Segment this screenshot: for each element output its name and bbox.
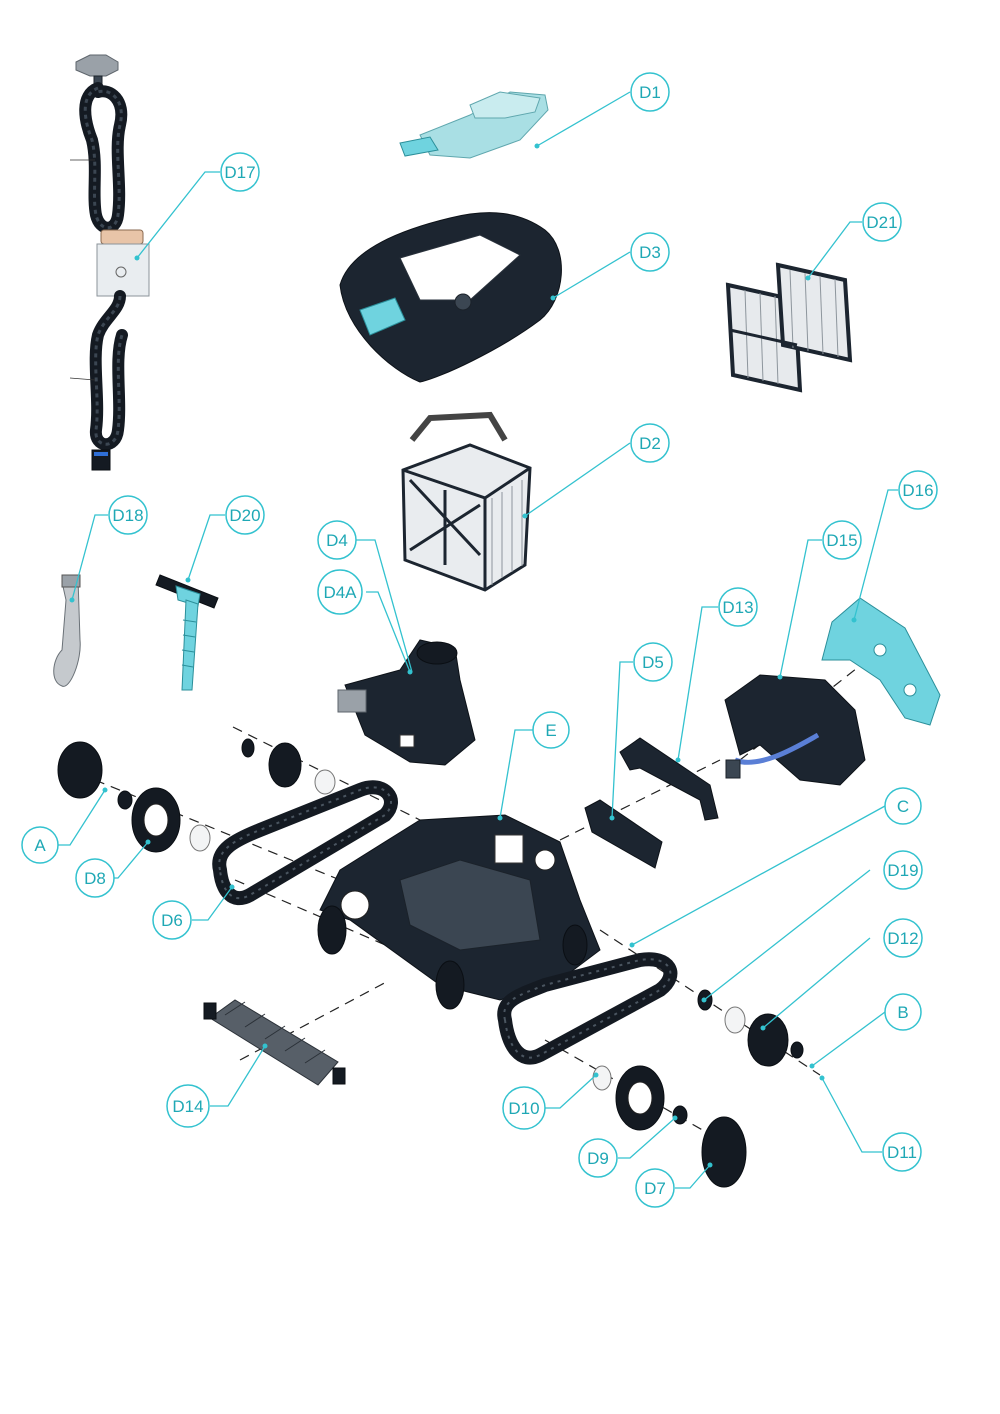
- front-bumper-part: [584, 799, 663, 869]
- top-cover-part: [339, 212, 562, 383]
- lid-handle-part: [399, 91, 549, 159]
- callout-d9-label: D9: [587, 1149, 609, 1168]
- callout-leaders: [58, 91, 898, 1189]
- callout-e-label: E: [545, 721, 556, 740]
- callout-a: A: [21, 826, 59, 864]
- callout-d9: D9: [578, 1138, 618, 1178]
- callout-d4a-label: D4A: [323, 583, 357, 602]
- callout-d11-label: D11: [887, 1143, 917, 1162]
- callout-d17-label: D17: [224, 163, 255, 182]
- callout-d3: D3: [630, 232, 670, 272]
- callout-d13: D13: [718, 587, 758, 627]
- callout-d19-label: D19: [887, 861, 918, 880]
- callout-d10-label: D10: [508, 1099, 539, 1118]
- callout-d6: D6: [152, 900, 192, 940]
- callout-d16-label: D16: [902, 481, 933, 500]
- callout-d2-label: D2: [639, 434, 661, 453]
- callout-c: C: [884, 787, 922, 825]
- callout-d21-label: D21: [866, 213, 897, 232]
- callout-d18: D18: [108, 495, 148, 535]
- callout-b: B: [884, 993, 922, 1031]
- brush-roller-part: [203, 999, 346, 1086]
- callout-d3-label: D3: [639, 243, 661, 262]
- callout-a-label: A: [34, 836, 46, 855]
- callout-d8-label: D8: [84, 869, 106, 888]
- carry-handle-part: [619, 737, 719, 821]
- callout-d8: D8: [75, 858, 115, 898]
- callout-d1: D1: [630, 72, 670, 112]
- callout-d4-label: D4: [326, 531, 348, 550]
- power-cable: [69, 54, 150, 471]
- callouts: D1 D17 D3 D21 D2 D16 D18 D20 D4 D4A D15 …: [21, 72, 938, 1208]
- callout-d20: D20: [225, 495, 265, 535]
- chassis-part: [317, 814, 601, 1010]
- motor-unit-part: [337, 639, 476, 766]
- callout-d1-label: D1: [639, 83, 661, 102]
- callout-d20-label: D20: [229, 506, 260, 525]
- cable-hook-part: [53, 574, 81, 687]
- callout-d2: D2: [630, 423, 670, 463]
- right-track-part: [497, 952, 678, 1065]
- callout-d14-label: D14: [172, 1097, 203, 1116]
- callout-d7-label: D7: [644, 1179, 666, 1198]
- callout-d13-label: D13: [722, 598, 753, 617]
- callout-d15-label: D15: [826, 531, 857, 550]
- callout-d6-label: D6: [161, 911, 183, 930]
- filter-basket-part: [401, 411, 532, 592]
- left-track-part: [212, 780, 398, 906]
- callout-d19: D19: [883, 850, 923, 890]
- left-wheel-group: [57, 738, 336, 853]
- t-handle-tool-part: [155, 574, 219, 691]
- callout-d15: D15: [822, 520, 862, 560]
- callout-d4: D4: [317, 520, 357, 560]
- callout-d4a: D4A: [317, 569, 363, 615]
- rear-housing-part: [724, 674, 866, 786]
- callout-e: E: [532, 711, 570, 749]
- callout-c-label: C: [897, 797, 909, 816]
- callout-d21: D21: [862, 202, 902, 242]
- filter-panels-part: [725, 262, 853, 393]
- side-panel-part: [821, 597, 941, 726]
- callout-d7: D7: [635, 1168, 675, 1208]
- callout-d5: D5: [633, 642, 673, 682]
- callout-d5-label: D5: [642, 653, 664, 672]
- callout-d17: D17: [220, 152, 260, 192]
- callout-d11: D11: [882, 1132, 922, 1172]
- callout-d16: D16: [898, 470, 938, 510]
- callout-d12: D12: [883, 918, 923, 958]
- callout-d12-label: D12: [887, 929, 918, 948]
- callout-d10: D10: [502, 1086, 546, 1130]
- callout-d14: D14: [166, 1084, 210, 1128]
- right-wheel-group: [592, 989, 804, 1188]
- callout-d18-label: D18: [112, 506, 143, 525]
- callout-b-label: B: [897, 1003, 908, 1022]
